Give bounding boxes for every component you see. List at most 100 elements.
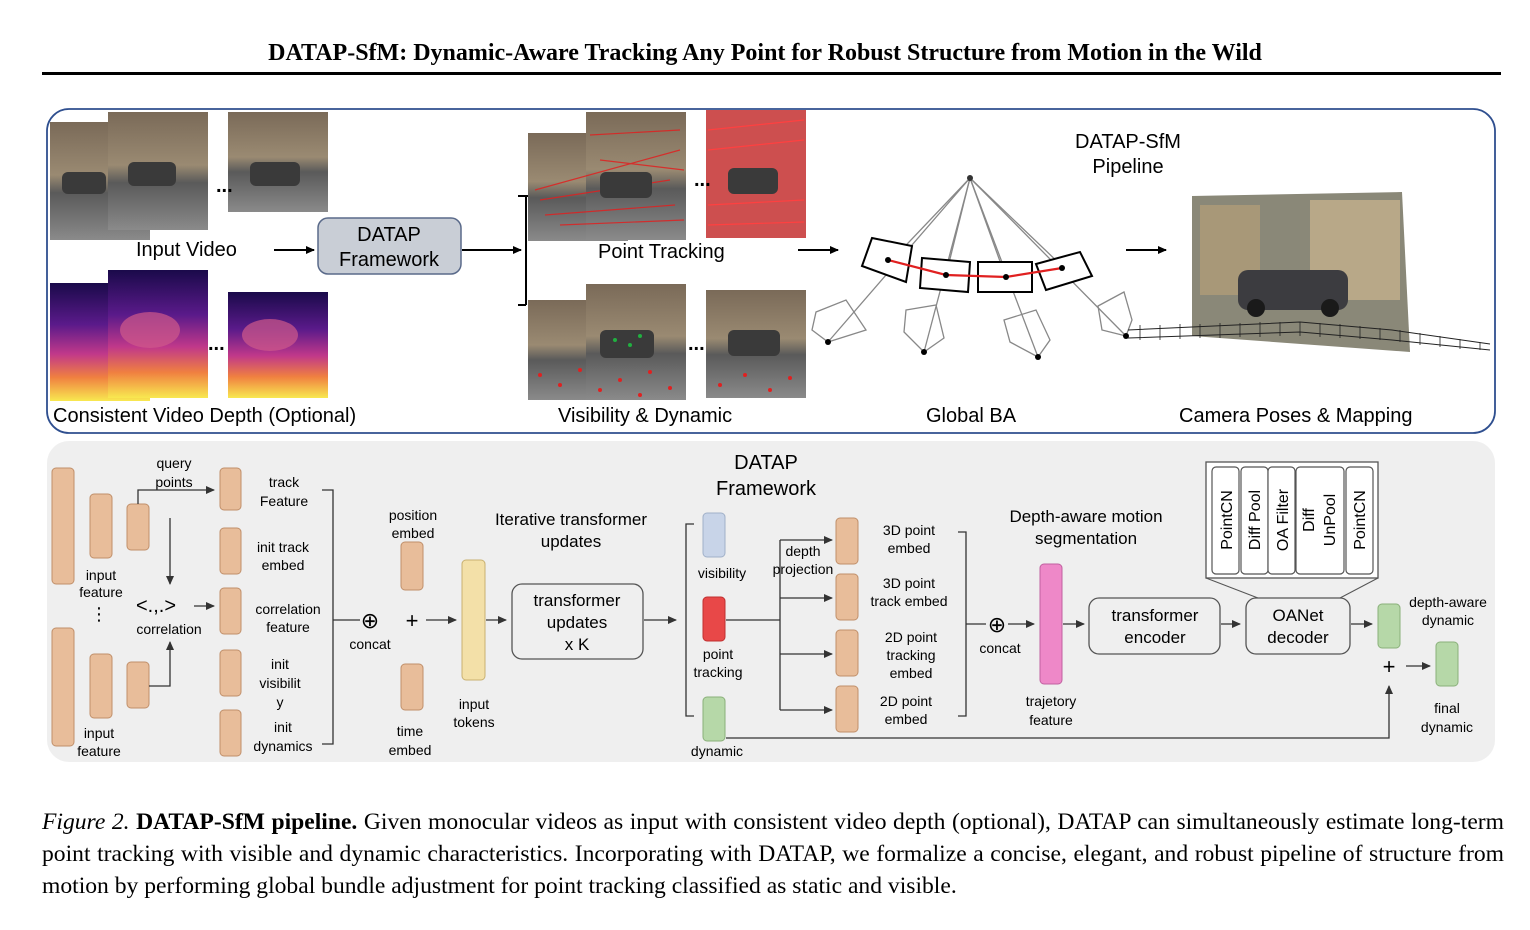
final-dynamic-1: final xyxy=(1434,700,1460,716)
depth-aware-seg-2: segmentation xyxy=(1035,529,1137,548)
final-dynamic-block xyxy=(1435,641,1459,687)
datap-framework-title-1: DATAP xyxy=(734,452,798,474)
embed-2d-point-1: 2D point xyxy=(880,693,932,709)
oanet-decoder-1: OANet xyxy=(1272,606,1323,625)
transformer-updates-2: updates xyxy=(547,613,608,632)
transformer-encoder-1: transformer xyxy=(1112,606,1199,625)
camera-frustums xyxy=(1139,322,1481,350)
input-feature-top-1: input xyxy=(86,567,116,583)
transformer-updates-3: x K xyxy=(565,635,590,654)
position-embed-block xyxy=(400,541,424,591)
header-rule xyxy=(42,72,1501,75)
ba-apex-point xyxy=(967,175,973,181)
ellipsis-depth: ... xyxy=(208,333,225,355)
concat-label: concat xyxy=(349,636,390,652)
correlation-feature-2: feature xyxy=(266,619,310,635)
init-visibility-3: y xyxy=(277,694,284,710)
input-feature-top-2: feature xyxy=(79,584,123,600)
oanet-decoder-2: decoder xyxy=(1267,628,1329,647)
ellipsis-top: ... xyxy=(216,175,233,197)
car-shape xyxy=(728,168,778,194)
embed-3d-point-2: embed xyxy=(888,540,931,556)
input-tokens-1: input xyxy=(459,696,489,712)
concat-symbol-2: ⊕ xyxy=(988,612,1006,637)
input-tokens-block xyxy=(461,559,486,681)
dynamic-skip-connection xyxy=(726,685,1393,739)
tracking-lines-3 xyxy=(707,119,805,226)
oanet-block-pointcn-1: PointCN xyxy=(1219,490,1236,550)
point-tracking-2: tracking xyxy=(693,664,742,680)
ba-points xyxy=(825,257,1129,360)
car-shape xyxy=(62,172,106,194)
query-points-2: points xyxy=(155,474,192,490)
plus-symbol: + xyxy=(406,608,419,633)
input-video-label: Input Video xyxy=(136,239,237,261)
embed-3d-point-1: 3D point xyxy=(883,522,935,538)
depth-projection-1: depth xyxy=(785,543,820,559)
vertical-ellipsis: ⋮ xyxy=(90,604,108,624)
depth-car-blob xyxy=(120,312,180,348)
outputs-bracket xyxy=(685,523,694,717)
init-dynamics-2: dynamics xyxy=(253,738,312,754)
oanet-inner-blocks xyxy=(1211,466,1374,575)
datap-framework-box xyxy=(317,217,462,275)
mapping-reconstruction xyxy=(1127,192,1491,352)
concat-symbol: ⊕ xyxy=(361,608,379,633)
init-visibility-1: init xyxy=(271,656,289,672)
pipeline-title-2: Pipeline xyxy=(1092,156,1163,178)
transformer-updates-1: transformer xyxy=(534,591,621,610)
point-tracking-block xyxy=(702,596,726,642)
input-feature-blocks xyxy=(51,467,150,747)
time-embed-2: embed xyxy=(389,742,432,758)
oanet-zoom-line-left xyxy=(1205,577,1259,599)
transformer-encoder-2: encoder xyxy=(1124,628,1186,647)
oanet-decoder-box xyxy=(1245,597,1351,655)
car-shape xyxy=(250,162,300,186)
input-feature-bottom-2: feature xyxy=(77,743,121,759)
input-feature-bottom-1: input xyxy=(84,725,114,741)
framework-line1: DATAP xyxy=(357,224,421,246)
embed-2d-track-2: tracking xyxy=(886,647,935,663)
track-feature-1: track xyxy=(269,474,300,490)
position-embed-1: position xyxy=(389,507,437,523)
oanet-block-pointcn-2: PointCN xyxy=(1352,490,1369,550)
transformer-encoder-box xyxy=(1088,597,1221,655)
trajectory-feature-1: trajetory xyxy=(1026,693,1077,709)
depth-car-blob xyxy=(242,319,298,351)
depth-aware-dynamic-2: dynamic xyxy=(1422,612,1474,628)
feature-bracket xyxy=(322,489,334,745)
global-ba-label: Global BA xyxy=(926,405,1017,427)
oanet-block-oafilter: OA Filter xyxy=(1275,488,1292,551)
top-panel xyxy=(46,108,1496,434)
init-track-embed-2: embed xyxy=(262,557,305,573)
green-dots xyxy=(613,334,642,347)
correlation-feature-1: correlation xyxy=(255,601,320,617)
red-dots-3 xyxy=(718,373,792,392)
concat-label-2: concat xyxy=(979,640,1020,656)
camera-poses-label: Camera Poses & Mapping xyxy=(1179,405,1412,427)
time-embed-1: time xyxy=(397,723,424,739)
trajectory-feature-block xyxy=(1039,563,1063,685)
car-shape xyxy=(600,330,654,358)
oanet-zoom-line-right xyxy=(1339,577,1379,599)
oanet-block-unpool: UnPool xyxy=(1322,494,1339,546)
car-shape xyxy=(728,330,780,356)
paper-running-title: DATAP-SfM: Dynamic-Aware Tracking Any Po… xyxy=(268,40,1262,66)
figure-label: Figure 2. xyxy=(42,809,130,835)
track-feature-stack xyxy=(219,467,242,757)
depth-aware-seg-1: Depth-aware motion xyxy=(1009,507,1162,526)
trajectory-feature-2: feature xyxy=(1029,712,1073,728)
embed-3d-track-1: 3D point xyxy=(883,575,935,591)
car-shape xyxy=(128,162,176,186)
pipeline-title-1: DATAP-SfM xyxy=(1075,131,1181,153)
query-to-track-arrow xyxy=(137,486,215,504)
framework-line2: Framework xyxy=(339,249,440,271)
embed-2d-track-1: 2D point xyxy=(885,629,937,645)
ellipsis-tracking: ... xyxy=(694,169,711,191)
dynamic-block xyxy=(702,696,726,742)
visibility-frames xyxy=(528,284,806,400)
oanet-block-diffpool: Diff Pool xyxy=(1247,490,1264,550)
caption-bold-title: DATAP-SfM pipeline. xyxy=(136,809,358,835)
caption-text: Given monocular videos as input with con… xyxy=(42,809,1504,899)
dynamic-label: dynamic xyxy=(691,743,743,759)
